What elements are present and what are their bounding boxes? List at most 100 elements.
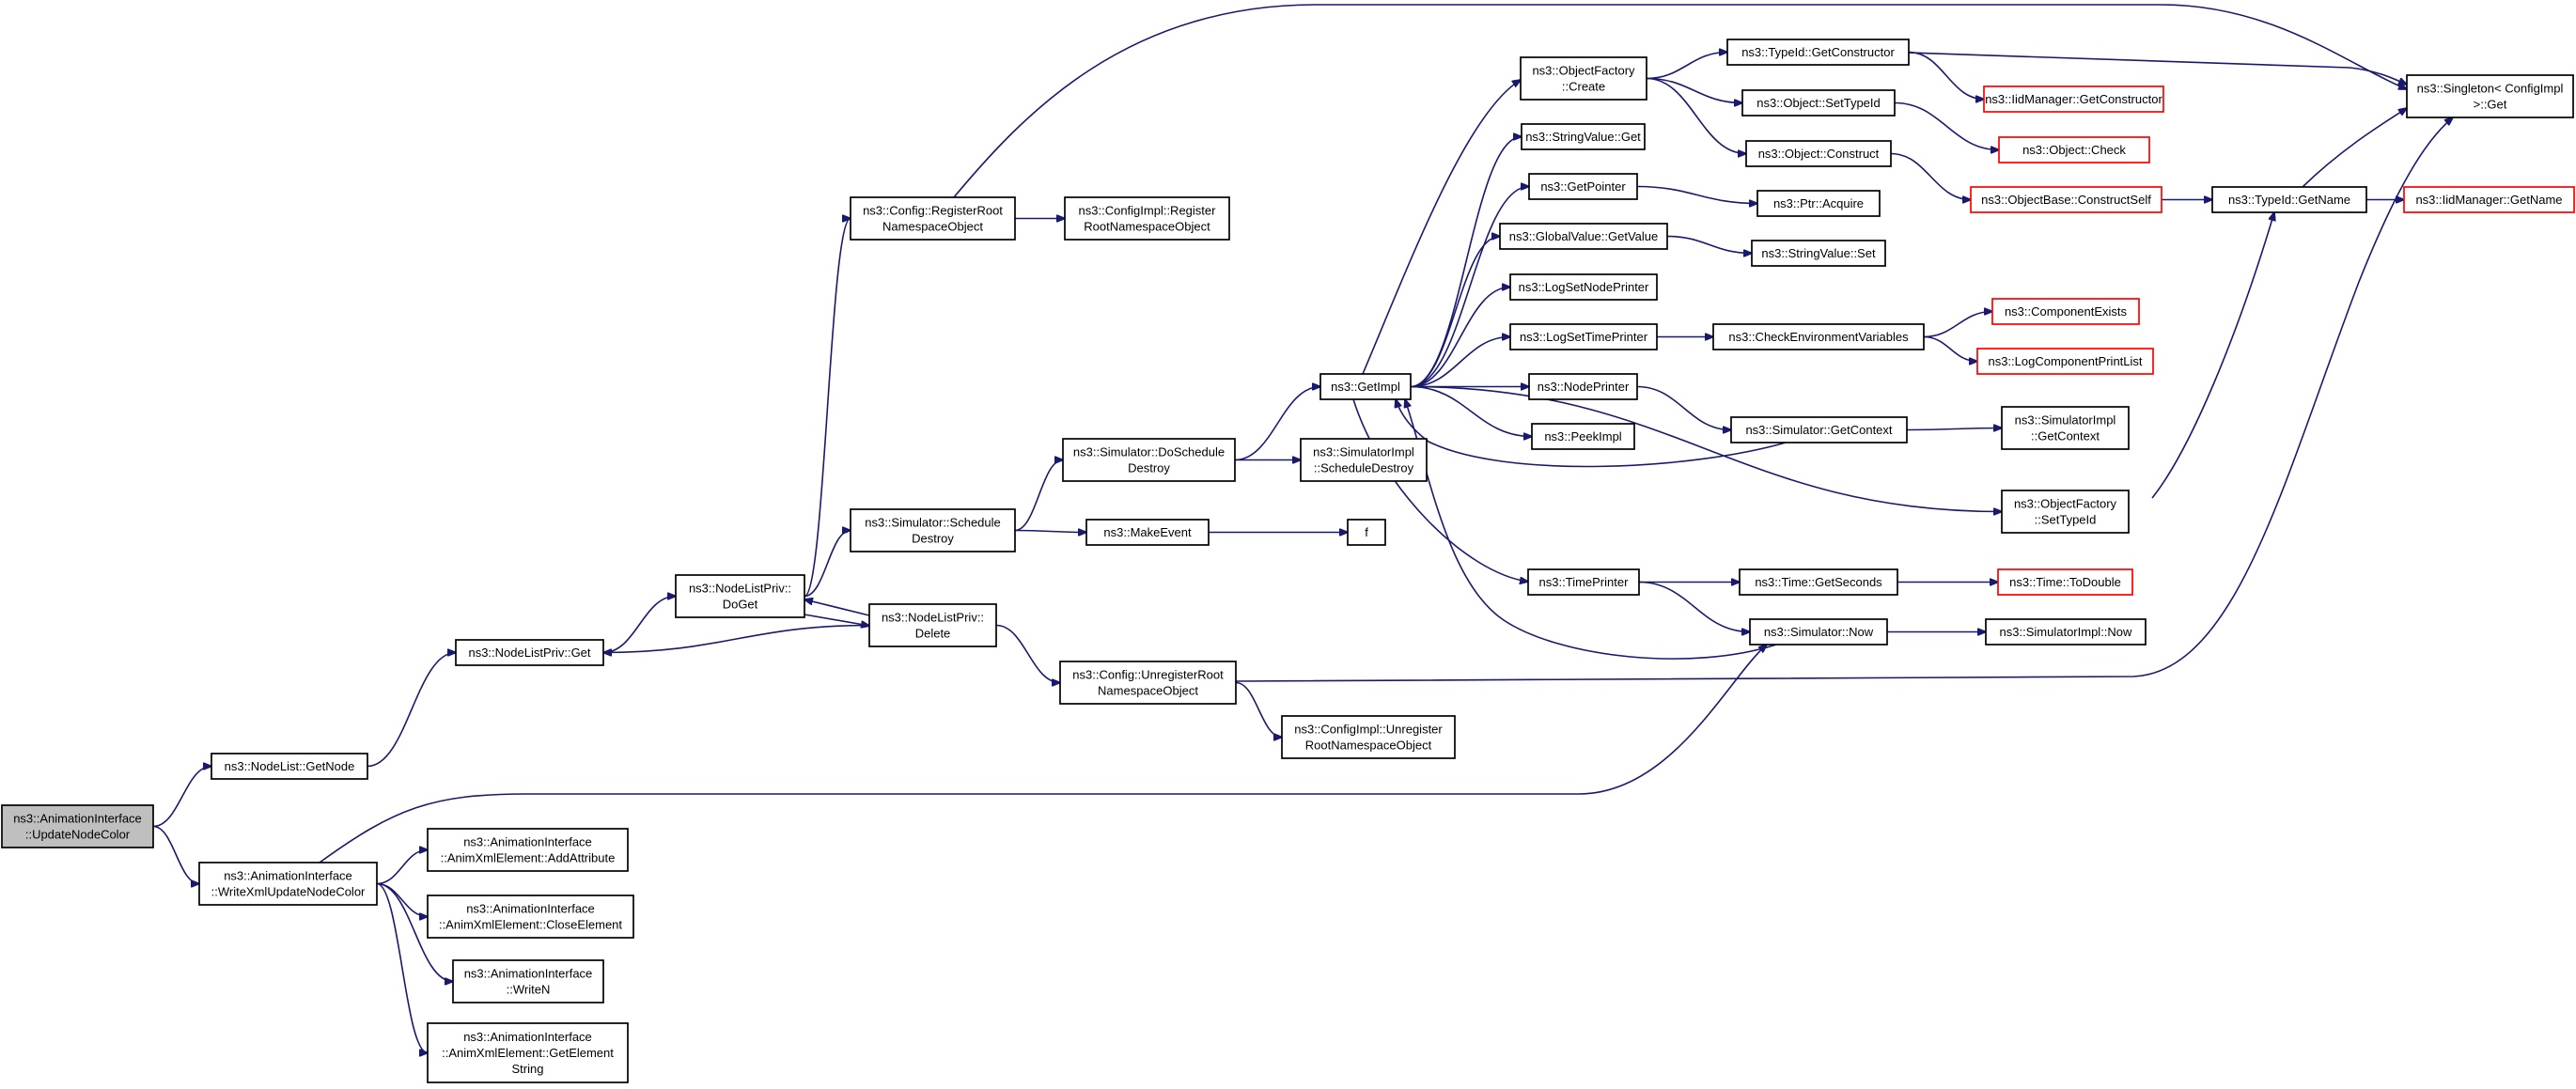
node-check-env-vars[interactable]: ns3::CheckEnvironmentVariables (1712, 323, 1925, 350)
node-stringvalue-get[interactable]: ns3::StringValue::Get (1521, 123, 1646, 150)
edge-simulator_schedule_destroy-to-simulator_doschedule_destroy (1014, 460, 1063, 532)
node-objectfactory-settypeid[interactable]: ns3::ObjectFactory::SetTypeId (2001, 490, 2130, 534)
edge-objectfactory_settypeid-to-typeid_getname (2151, 212, 2274, 499)
node-make-event[interactable]: ns3::MakeEvent (1085, 519, 1210, 546)
edge-typeid_getname-to-singleton_get (2302, 108, 2407, 188)
node-nodelist-getnode[interactable]: ns3::NodeList::GetNode (211, 753, 368, 780)
edge-nodelistpriv_delete-to-nodelistpriv_get (603, 624, 870, 653)
node-label: ::Create (1562, 80, 1605, 94)
node-write-xml-update[interactable]: ns3::AnimationInterface::WriteXmlUpdateN… (198, 862, 378, 906)
node-objectbase-constructself[interactable]: ns3::ObjectBase::ConstructSelf (1970, 186, 2162, 213)
node-label: Destroy (912, 532, 954, 546)
node-simulatorimpl-getcontext[interactable]: ns3::SimulatorImpl::GetContext (2001, 406, 2130, 450)
node-label: ns3::Simulator::DoSchedule (1073, 445, 1225, 459)
node-label: ns3::Simulator::Now (1764, 625, 1874, 639)
node-f[interactable]: f (1347, 519, 1386, 546)
node-logsettimeprinter[interactable]: ns3::LogSetTimePrinter (1509, 323, 1658, 350)
edge-write_xml_update-to-animxml_getelementstring (376, 882, 428, 1053)
node-log-component-print-list[interactable]: ns3::LogComponentPrintList (1976, 348, 2154, 375)
edge-globalvalue_getvalue-to-stringvalue_set (1666, 235, 1752, 254)
node-peekimpl[interactable]: ns3::PeekImpl (1531, 423, 1635, 450)
node-nodelistpriv-get[interactable]: ns3::NodeListPriv::Get (455, 639, 604, 666)
node-time-todouble[interactable]: ns3::Time::ToDouble (1997, 568, 2133, 596)
node-animxml-closeelement[interactable]: ns3::AnimationInterface::AnimXmlElement:… (427, 895, 634, 939)
node-singleton-get[interactable]: ns3::Singleton< ConfigImpl >::Get (2406, 74, 2574, 118)
node-label: Destroy (1128, 461, 1170, 475)
node-box (1527, 568, 1640, 596)
node-getimpl[interactable]: ns3::GetImpl (1319, 373, 1412, 400)
node-box (1998, 136, 2150, 163)
node-label: ns3::GetImpl (1331, 380, 1400, 394)
node-label: ns3::NodePrinter (1538, 380, 1630, 394)
node-object-check[interactable]: ns3::Object::Check (1998, 136, 2150, 163)
node-simulatorimpl-schedule-destroy[interactable]: ns3::SimulatorImpl::ScheduleDestroy (1300, 438, 1428, 482)
node-ptr-acquire[interactable]: ns3::Ptr::Acquire (1756, 190, 1881, 217)
node-label: ns3::Config::RegisterRoot (863, 204, 1003, 218)
node-globalvalue-getvalue[interactable]: ns3::GlobalValue::GetValue (1499, 223, 1668, 250)
node-object-settypeid[interactable]: ns3::Object::SetTypeId (1741, 89, 1896, 117)
node-label: ns3::Simulator::Schedule (865, 516, 1001, 530)
node-label: ns3::CheckEnvironmentVariables (1728, 330, 1909, 344)
node-simulator-getcontext[interactable]: ns3::Simulator::GetContext (1730, 416, 1908, 443)
node-timeprinter[interactable]: ns3::TimePrinter (1527, 568, 1640, 596)
node-configimpl-unregister-root[interactable]: ns3::ConfigImpl::UnregisterRootNamespace… (1281, 715, 1456, 759)
edge-object_settypeid-to-object_check (1894, 101, 1999, 150)
node-update-node-color[interactable]: ns3::AnimationInterface::UpdateNodeColor (1, 804, 154, 848)
node-box (1528, 173, 1638, 200)
node-box (1347, 519, 1386, 546)
node-box (1985, 618, 2147, 646)
node-label: ns3::AnimationInterface (13, 812, 142, 826)
node-logsetnodeprinter[interactable]: ns3::LogSetNodePrinter (1509, 273, 1658, 301)
node-box (1281, 715, 1456, 759)
node-iidmanager-getconstructor[interactable]: ns3::IidManager::GetConstructor (1983, 86, 2164, 113)
node-time-getseconds[interactable]: ns3::Time::GetSeconds (1739, 568, 1898, 596)
node-box (1751, 240, 1886, 267)
node-nodeprinter[interactable]: ns3::NodePrinter (1528, 373, 1638, 400)
node-box (1739, 568, 1898, 596)
node-animxml-addattribute[interactable]: ns3::AnimationInterface::AnimXmlElement:… (427, 828, 629, 872)
node-nodelistpriv-delete[interactable]: ns3::NodeListPriv::Delete (868, 603, 997, 647)
node-box (2001, 406, 2130, 450)
node-writen[interactable]: ns3::AnimationInterface::WriteN (452, 959, 604, 1003)
node-component-exists[interactable]: ns3::ComponentExists (1991, 298, 2140, 325)
node-label: ::SetTypeId (2035, 513, 2097, 527)
nodes-layer: ns3::AnimationInterface::UpdateNodeColor… (1, 39, 2575, 1083)
node-label: ns3::Time::ToDouble (2009, 575, 2121, 589)
node-simulator-schedule-destroy[interactable]: ns3::Simulator::ScheduleDestroy (850, 508, 1016, 552)
node-animxml-getelementstring[interactable]: ns3::AnimationInterface::AnimXmlElement:… (427, 1022, 629, 1083)
node-nodelistpriv-doget[interactable]: ns3::NodeListPriv::DoGet (675, 574, 805, 618)
node-typeid-getname[interactable]: ns3::TypeId::GetName (2211, 186, 2367, 213)
edge-write_xml_update-to-animxml_addattribute (376, 850, 428, 885)
node-box (427, 1022, 629, 1083)
node-label: ::UpdateNodeColor (25, 828, 131, 842)
node-objectfactory-create[interactable]: ns3::ObjectFactory::Create (1520, 56, 1647, 101)
node-configimpl-register-root[interactable]: ns3::ConfigImpl::RegisterRootNamespaceOb… (1064, 196, 1230, 241)
node-box (1062, 438, 1236, 482)
node-iidmanager-getname[interactable]: ns3::IidManager::GetName (2403, 186, 2575, 213)
edge-getimpl-to-objectfactory_settypeid (1410, 385, 2002, 512)
node-label: ns3::TypeId::GetName (2228, 193, 2350, 207)
node-getpointer[interactable]: ns3::GetPointer (1528, 173, 1638, 200)
node-label: ns3::NodeListPriv:: (689, 582, 791, 596)
node-simulator-now[interactable]: ns3::Simulator::Now (1749, 618, 1888, 646)
node-box (455, 639, 604, 666)
node-config-unregister-root[interactable]: ns3::Config::UnregisterRootNamespaceObje… (1059, 661, 1237, 705)
edge-check_env_vars-to-log_component_print_list (1923, 335, 1977, 362)
node-typeid-getconstructor[interactable]: ns3::TypeId::GetConstructor (1726, 39, 1910, 66)
node-box (1976, 348, 2154, 375)
node-label: ::WriteXmlUpdateNodeColor (211, 885, 366, 899)
node-box (1983, 86, 2164, 113)
node-label: ::ScheduleDestroy (1314, 461, 1414, 475)
node-label: ns3::ConfigImpl::Unregister (1294, 723, 1443, 737)
edge-write_xml_update-to-simulator_now (319, 645, 1767, 863)
node-label: ns3::IidManager::GetConstructor (1985, 92, 2162, 106)
node-label: ns3::Config::UnregisterRoot (1072, 668, 1224, 682)
node-simulatorimpl-now[interactable]: ns3::SimulatorImpl::Now (1985, 618, 2147, 646)
node-box (1499, 223, 1668, 250)
node-object-construct[interactable]: ns3::Object::Construct (1745, 140, 1892, 167)
node-stringvalue-set[interactable]: ns3::StringValue::Set (1751, 240, 1886, 267)
edge-getimpl-to-getpointer (1410, 187, 1529, 388)
node-box (850, 196, 1016, 241)
